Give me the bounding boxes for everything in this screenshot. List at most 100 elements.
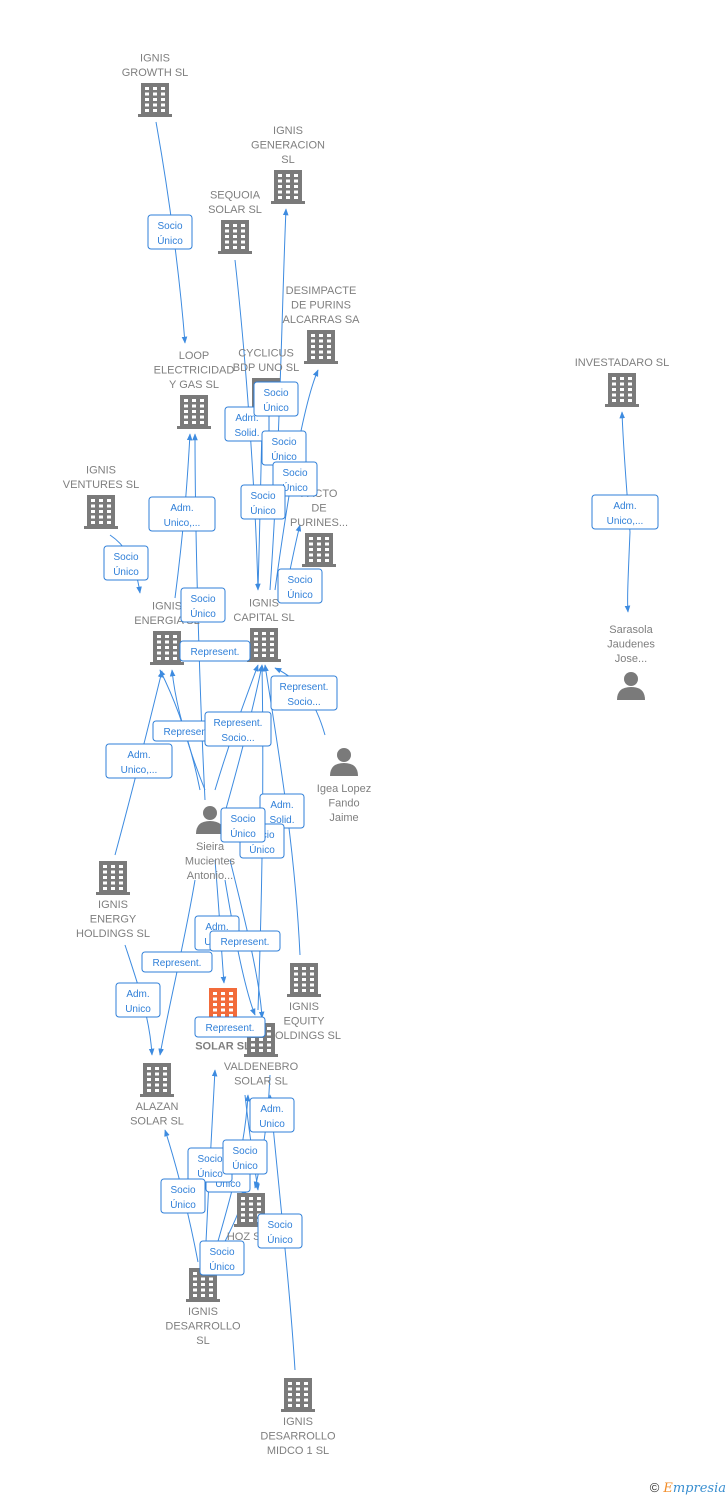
relation-text-29: Único [267, 1233, 293, 1246]
node-label-impacto: DE [311, 503, 326, 515]
relation-label-16[interactable]: Adm. Solid. [259, 793, 305, 829]
relation-label-21[interactable]: Represent. [141, 951, 213, 973]
relation-label-22[interactable]: Adm.Unico [115, 982, 161, 1018]
relation-text-16: Adm. [270, 800, 293, 811]
relation-label-10[interactable]: Represent. [179, 640, 251, 662]
relation-text-24: Unico [259, 1119, 285, 1130]
relation-text-12: Represent. [164, 727, 213, 738]
relation-label-20[interactable]: Represent. [209, 930, 281, 952]
node-label-loop: ELECTRICIDAD [154, 365, 235, 377]
node-label-investadaro: INVESTADARO SL [575, 357, 670, 369]
node-label-igea: Fando [328, 798, 359, 810]
node-label-desimpacte: ALCARRAS SA [282, 314, 360, 326]
relation-label-24[interactable]: Adm. Unico [249, 1097, 295, 1133]
relation-label-13[interactable]: Represent.Socio... [204, 711, 272, 747]
relation-text-1: Unico,... [607, 516, 644, 527]
relation-text-15: Adm. [127, 750, 150, 761]
relation-text-5: Único [282, 481, 308, 494]
relation-label-23[interactable]: Represent. [194, 1016, 266, 1038]
node-label-sequoia-solar: SOLAR SL [208, 204, 262, 216]
node-impacto[interactable]: PACTODEPURINES... [290, 488, 348, 567]
edge-line-5 [269, 208, 289, 591]
node-label-alazan: ALAZAN [136, 1101, 179, 1113]
relation-text-24: Adm. [260, 1104, 283, 1115]
relation-text-3: Único [263, 401, 289, 414]
node-label-ignis-desarrollo: IGNIS [188, 1306, 218, 1318]
node-label-ignis-capital: CAPITAL SL [233, 612, 294, 624]
relation-text-10: Represent. [191, 647, 240, 658]
node-label-ignis-desarrollo: DESARROLLO [165, 1321, 241, 1333]
relation-text-28: Único [209, 1260, 235, 1273]
relation-label-15[interactable]: Adm.Unico,... [105, 743, 173, 779]
node-label-ignis-energy-holdings: IGNIS [98, 899, 128, 911]
relation-text-2: Solid. [234, 428, 259, 439]
relation-label-9[interactable]: Adm.Unico,... [148, 496, 216, 532]
node-sieira[interactable]: SieiraMucientesAntonio... [185, 806, 236, 882]
relation-text-29: Socio [267, 1220, 292, 1231]
relation-label-1[interactable]: Adm. Unico,... [591, 494, 659, 530]
relation-text-8: Socio [113, 552, 138, 563]
relation-text-20: Represent. [221, 937, 270, 948]
node-sequoia-solar[interactable]: SEQUOIA SOLAR SL [208, 190, 262, 255]
node-label-sequoia-solar: SEQUOIA [210, 190, 261, 202]
relation-text-30: Único [232, 1159, 258, 1172]
relation-text-1: Adm. [613, 501, 636, 512]
node-label-sieira: Antonio... [187, 870, 233, 882]
relation-text-9: Unico,... [164, 518, 201, 529]
node-label-loop: LOOP [179, 350, 210, 362]
node-label-ignis-generacion: GENERACION [251, 140, 325, 152]
relation-label-14[interactable]: Represent.Socio... [270, 675, 338, 711]
relation-text-16: Solid. [269, 815, 294, 826]
node-label-ignis-growth: IGNIS [140, 53, 170, 65]
node-label-cyclicus: CYCLICUS [238, 348, 294, 360]
node-label-ignis-equity: HOLDINGS SL [267, 1030, 341, 1042]
relation-text-4: Socio [271, 437, 296, 448]
edge-labels: SocioÚnicoAdm.Unico,...Adm.Solid.SocioÚn… [103, 214, 659, 1276]
edge-line-1 [624, 531, 631, 613]
node-label-ignis-capital: IGNIS [249, 598, 279, 610]
node-investadaro[interactable]: INVESTADARO SL [575, 357, 670, 407]
relation-text-26: Socio [197, 1154, 222, 1165]
relation-text-23: Represent. [206, 1023, 255, 1034]
relation-text-18: Socio [230, 814, 255, 825]
footer-brand: ©Empresia [650, 1480, 726, 1496]
node-label-ignis-ventures: IGNIS [86, 465, 116, 477]
relation-text-21: Represent. [153, 958, 202, 969]
copyright-symbol: © [649, 1480, 660, 1495]
node-label-cyclicus: BDP UNO SL [233, 362, 299, 374]
relation-text-0: Socio [157, 221, 182, 232]
node-ignis-capital[interactable]: IGNIS CAPITAL SL [233, 598, 295, 663]
node-sarasola[interactable]: SarasolaJaudenesJose... [607, 624, 655, 700]
relation-text-22: Unico [125, 1004, 151, 1015]
brand-logo: Empresia [663, 1481, 726, 1496]
node-label-ignis-generacion: SL [281, 154, 294, 166]
relation-text-26: Único [197, 1167, 223, 1180]
node-label-sarasola: Jose... [615, 653, 647, 665]
